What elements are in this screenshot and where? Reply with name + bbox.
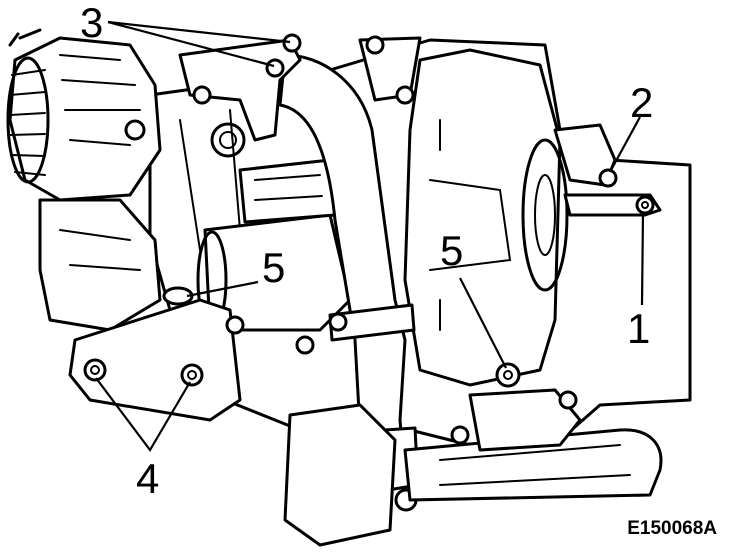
right-bracket <box>553 123 662 217</box>
housing-bolt-5 <box>495 362 521 388</box>
bracket-bolt-1 <box>635 195 655 215</box>
callout-4: 4 <box>136 455 160 502</box>
callout-5-right: 5 <box>440 227 464 274</box>
flange-bolt-top <box>282 33 302 53</box>
bracket-bolt-left <box>83 358 107 382</box>
leader-4 <box>95 377 191 452</box>
callout-2: 2 <box>630 79 654 126</box>
leader-lines <box>95 20 645 452</box>
turbocharger-housing <box>403 48 569 388</box>
figure-code: E150068A <box>627 518 717 539</box>
callout-3: 3 <box>80 0 104 46</box>
alternator-bracket <box>38 198 162 332</box>
leader-5b <box>459 277 507 369</box>
leader-3a <box>107 20 275 68</box>
lower-support-bracket <box>68 286 242 422</box>
alternator <box>6 28 162 202</box>
leader-1 <box>640 211 645 306</box>
leader-5a <box>186 280 259 298</box>
bracket-bolt-2 <box>598 168 618 188</box>
leader-3b <box>107 20 291 44</box>
misc-bolts <box>225 315 578 445</box>
callout-1: 1 <box>627 305 651 352</box>
flange-bolt-lower <box>265 58 285 78</box>
leader-2 <box>609 116 641 173</box>
pipe-clamp-upper <box>328 303 416 342</box>
callout-5-left: 5 <box>262 244 286 291</box>
bracket-bolt-right <box>180 363 204 387</box>
exhaust-outlet <box>283 388 663 547</box>
